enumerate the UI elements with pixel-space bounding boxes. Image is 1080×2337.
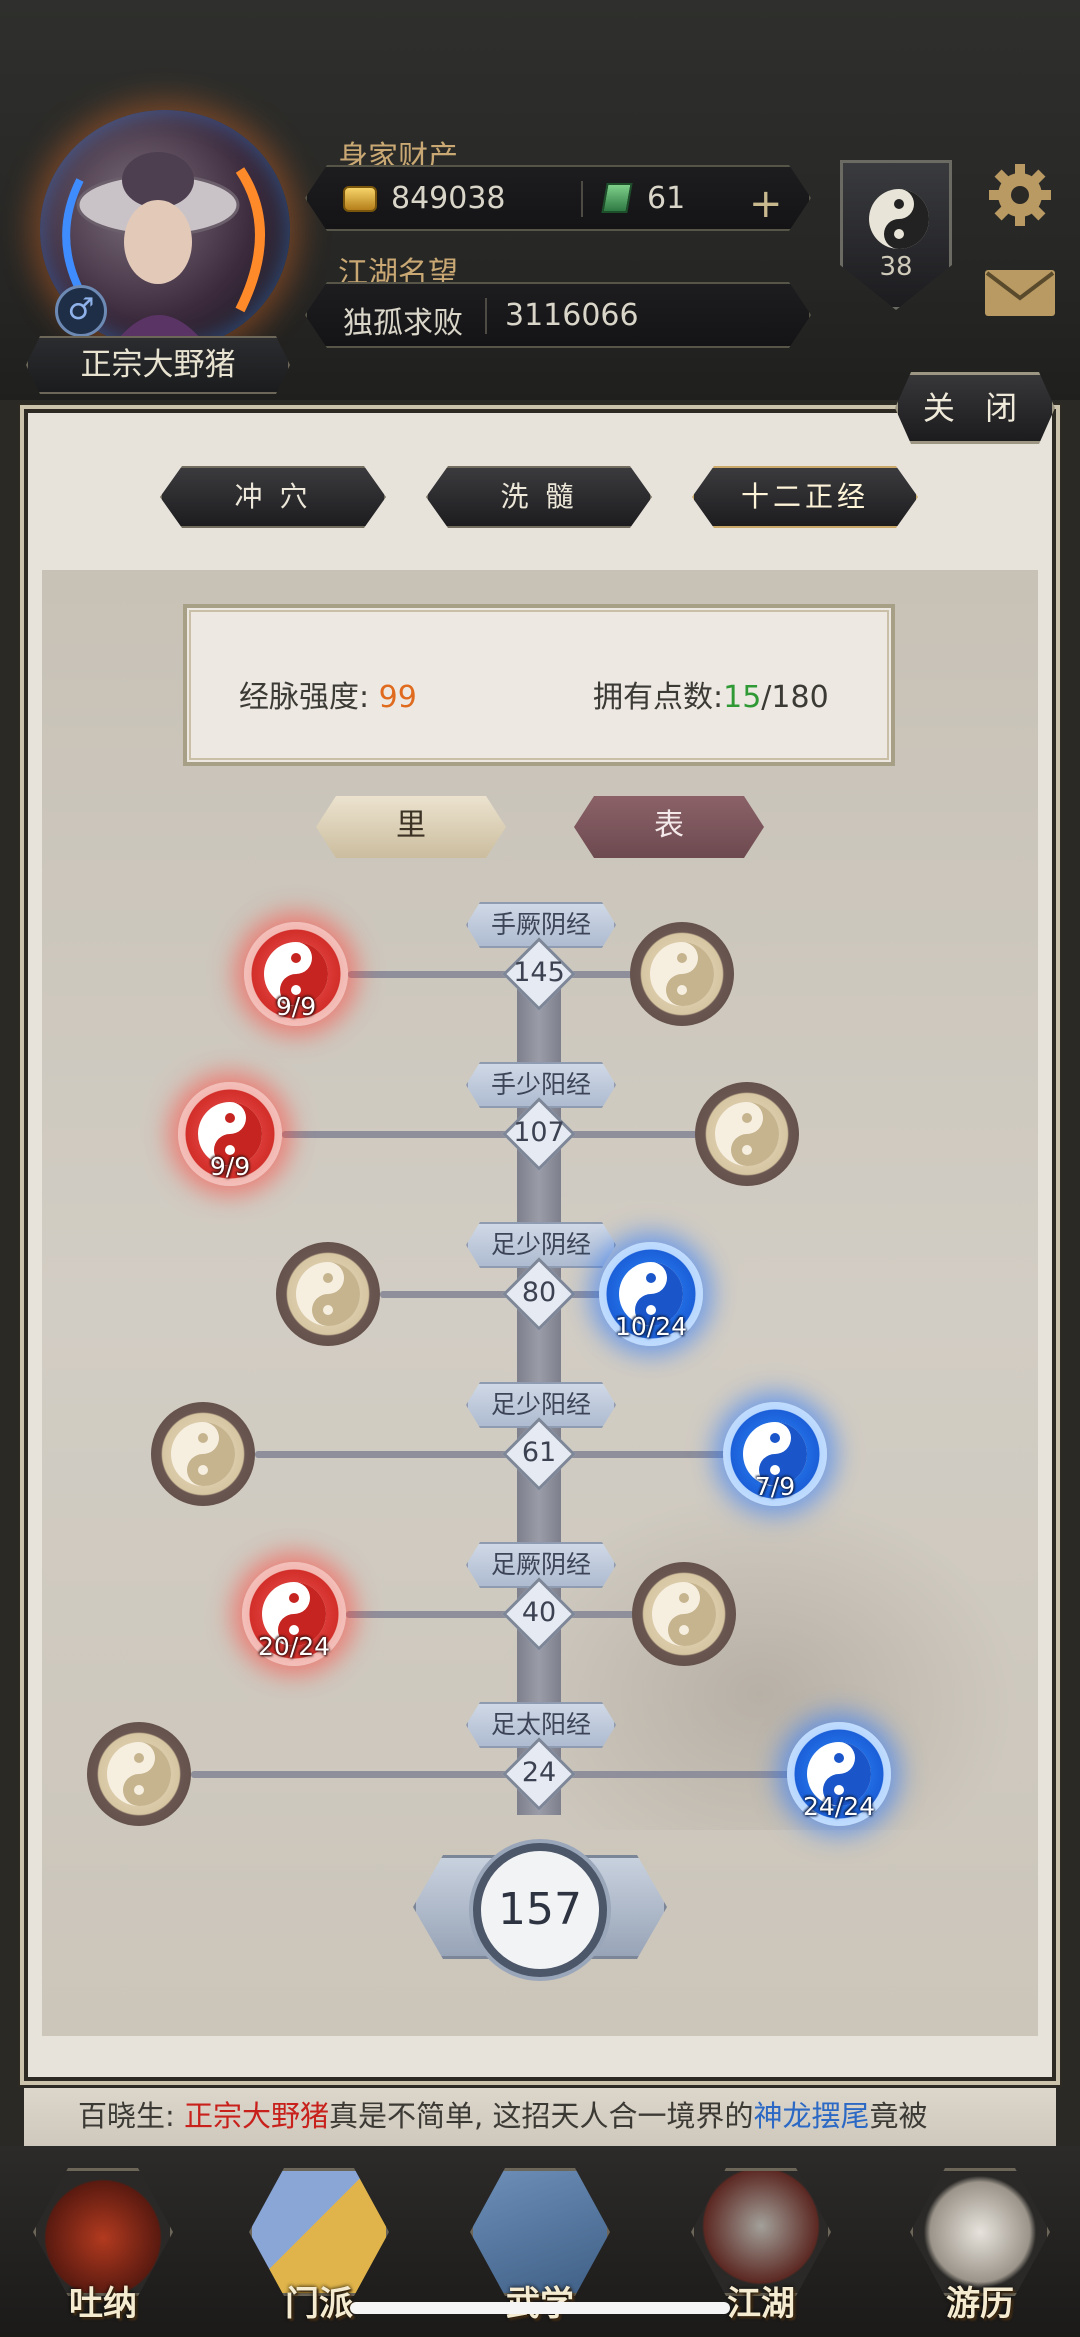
reputation-bar: 独孤求败 3116066 [305,282,811,348]
gender-male-icon: ♂ [55,285,107,337]
acupoint-node-left[interactable]: 9/9 [244,922,348,1026]
node-progress: 7/9 [754,1472,796,1501]
ticker-skill: 神龙摆尾 [753,2099,870,2133]
jade-amount: 61 [647,181,686,216]
meridian-value: 107 [513,1117,565,1148]
settings-gear-icon[interactable] [985,160,1055,230]
taiji-icon [296,1262,360,1326]
divider [581,181,583,217]
wealth-bar: 849038 61 + [305,165,811,231]
outer-side-button[interactable]: 表 [574,796,764,858]
meridian-name: 足少阴经 [466,1222,616,1268]
points-total: /180 [761,680,829,715]
nav-martial-arts[interactable]: 武学 [465,2158,615,2328]
divider [485,298,487,334]
home-indicator[interactable] [350,2302,730,2314]
ticker-player: 正宗大野猪 [184,2099,330,2133]
reputation-value: 3116066 [505,298,639,333]
meridian-value: 40 [521,1597,557,1628]
acupoint-node-right[interactable]: 24/24 [787,1722,891,1826]
taiji-icon [715,1102,779,1166]
total-meridian-value: 157 [473,1843,607,1977]
points-owned: 15 [723,680,762,715]
player-level: 38 [879,252,913,282]
strength-value: 99 [378,680,417,715]
meridian-value: 80 [521,1277,557,1308]
acupoint-node-left[interactable] [276,1242,380,1346]
node-progress: 20/24 [257,1632,331,1661]
acupoint-node-left[interactable] [87,1722,191,1826]
acupoint-node-right[interactable]: 10/24 [599,1242,703,1346]
meridian-value: 145 [513,957,565,988]
mail-icon[interactable] [983,268,1057,318]
taiji-icon [807,1742,871,1806]
gold-ingot-icon [343,186,377,212]
acupoint-node-right[interactable] [632,1562,736,1666]
acupoint-node-right[interactable] [630,922,734,1026]
taiji-icon [171,1422,235,1486]
taiji-icon [264,942,328,1006]
node-progress: 9/9 [209,1152,251,1181]
meridian-name: 足厥阴经 [466,1542,616,1588]
meridian-value: 24 [521,1757,557,1788]
acupoint-node-right[interactable]: 7/9 [723,1402,827,1506]
taiji-icon [107,1742,171,1806]
inner-side-button[interactable]: 里 [316,796,506,858]
acupoint-node-left[interactable]: 20/24 [242,1562,346,1666]
taiji-icon [619,1262,683,1326]
acupoint-node-right[interactable] [695,1082,799,1186]
tab-twelve-meridians[interactable]: 十二正经 [692,466,918,528]
nav-sect[interactable]: 门派 [244,2158,394,2328]
acupoint-node-left[interactable]: 9/9 [178,1082,282,1186]
node-progress: 9/9 [275,992,317,1021]
nav-travel[interactable]: 游历 [905,2158,1055,2328]
tab-marrow-wash[interactable]: 洗 髓 [426,466,652,528]
meridian-value: 61 [521,1437,557,1468]
player-name: 正宗大野猪 [26,336,290,394]
close-button[interactable]: 关 闭 [895,372,1055,444]
tab-acupoint[interactable]: 冲 穴 [160,466,386,528]
taiji-icon [262,1582,326,1646]
jade-icon [601,183,632,213]
stats-box: 经脉强度: 99 拥有点数:15/180 [183,604,895,766]
taiji-icon [869,189,929,249]
node-progress: 10/24 [614,1312,688,1341]
nav-jianghu[interactable]: 江湖 [686,2158,836,2328]
add-currency-button[interactable]: + [749,181,783,227]
nav-tuna[interactable]: 吐纳 [28,2158,178,2328]
taiji-icon [743,1422,807,1486]
taiji-icon [650,942,714,1006]
taiji-icon [198,1102,262,1166]
reputation-title: 独孤求败 [343,306,463,341]
gold-amount: 849038 [391,181,506,216]
taiji-icon [652,1582,716,1646]
owned-points: 拥有点数:15/180 [593,680,829,715]
node-progress: 24/24 [802,1792,876,1821]
meridian-strength: 经脉强度: 99 [239,680,417,715]
news-ticker: 百晓生: 正宗大野猪真是不简单, 这招天人合一境界的神龙摆尾竟被 [24,2088,1056,2146]
acupoint-node-left[interactable] [151,1402,255,1506]
